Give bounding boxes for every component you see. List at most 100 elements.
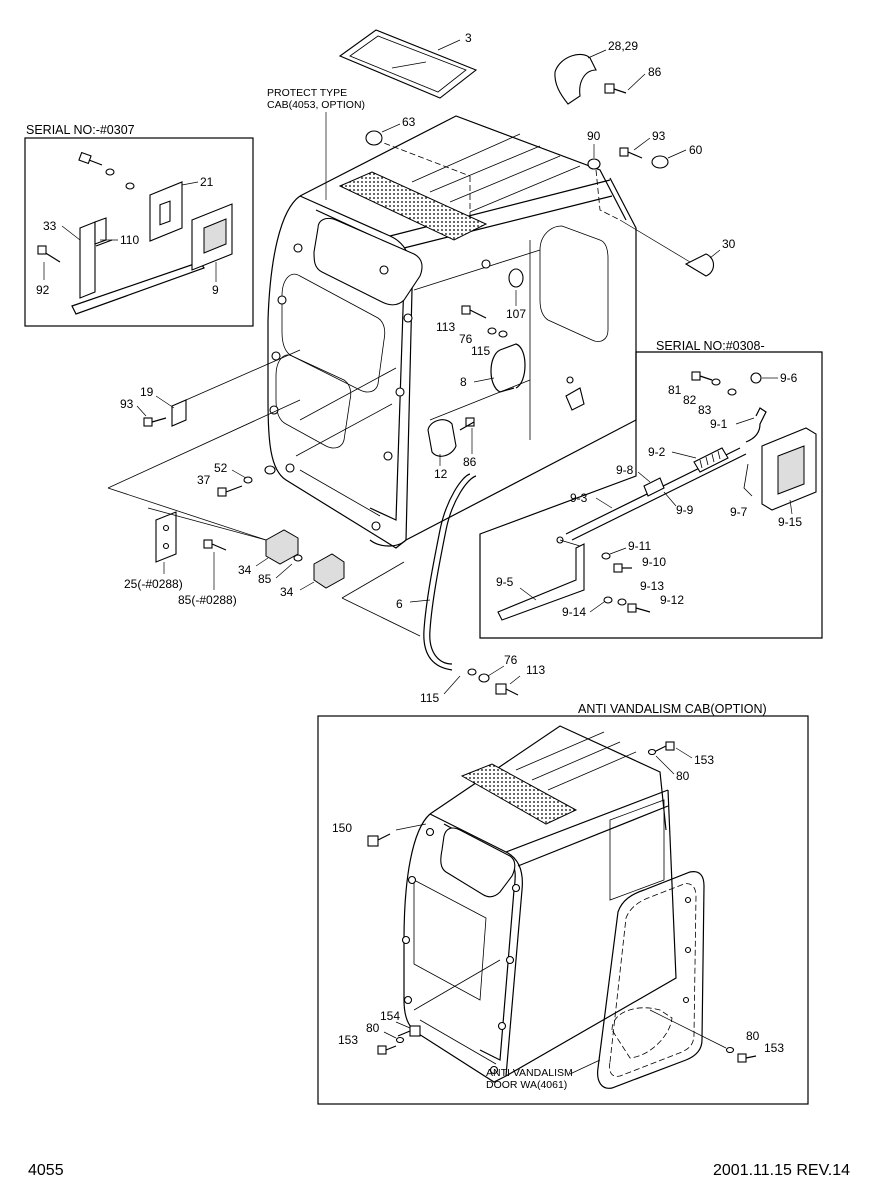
svg-text:34: 34 <box>238 563 252 577</box>
fasteners-top-right: 90 93 60 <box>587 129 703 170</box>
svg-text:153: 153 <box>764 1041 784 1055</box>
cover-28-29: 28,29 86 <box>554 39 662 105</box>
svg-text:60: 60 <box>689 143 703 157</box>
svg-text:9-13: 9-13 <box>640 579 664 593</box>
svg-text:9-11: 9-11 <box>628 539 651 553</box>
switch-icon: 9 <box>191 203 233 297</box>
svg-text:21: 21 <box>200 175 214 189</box>
svg-text:153: 153 <box>694 753 714 767</box>
svg-text:37: 37 <box>197 473 211 487</box>
inset-title: SERIAL NO:-#0307 <box>26 123 135 137</box>
revision-date: 2001.11.15 REV.14 <box>713 1162 850 1179</box>
svg-text:113: 113 <box>436 320 455 334</box>
lamp-icon: 30 <box>619 219 736 277</box>
svg-text:80: 80 <box>746 1029 760 1043</box>
inset-frame <box>479 351 823 639</box>
inset-frame <box>317 715 809 1105</box>
bolt-icon <box>203 539 227 551</box>
svg-text:9-15: 9-15 <box>778 515 802 529</box>
bolt-icon <box>604 83 627 94</box>
svg-text:113: 113 <box>526 663 545 677</box>
svg-text:63: 63 <box>402 115 416 129</box>
svg-text:93: 93 <box>120 397 134 411</box>
latch-plate-25: 25(-#0288) 85(-#0288) <box>124 507 267 607</box>
svg-text:154: 154 <box>380 1009 400 1023</box>
handle-group-8: 113 76 115 8 <box>436 305 526 393</box>
page-number: 4055 <box>28 1162 64 1179</box>
fasteners-37-52: 52 37 <box>107 399 301 541</box>
bracket-12: 12 86 <box>427 417 477 481</box>
anti-vandalism-inset: ANTI VANDALISM CAB(OPTION) <box>317 702 809 1105</box>
striker-19: 19 93 <box>120 349 301 427</box>
bolt-icon <box>691 371 713 381</box>
bracket-icon: 33 110 92 <box>36 217 205 315</box>
svg-text:9-6: 9-6 <box>780 371 798 385</box>
bolt-icon <box>459 417 475 431</box>
svg-text:9-1: 9-1 <box>710 417 728 431</box>
svg-text:82: 82 <box>683 393 697 407</box>
rod-6: 6 76 113 115 <box>341 473 545 705</box>
svg-text:9-3: 9-3 <box>570 491 588 505</box>
svg-text:33: 33 <box>43 219 57 233</box>
svg-text:9-12: 9-12 <box>660 593 684 607</box>
bolt-icon <box>367 833 391 847</box>
svg-text:9-7: 9-7 <box>730 505 748 519</box>
svg-text:9-5: 9-5 <box>496 575 514 589</box>
svg-text:30: 30 <box>722 237 736 251</box>
svg-text:PROTECT TYPE: PROTECT TYPE <box>267 87 347 99</box>
cab-frame: 107 <box>267 115 637 549</box>
svg-text:SERIAL NO:#0308-: SERIAL NO:#0308- <box>656 339 765 353</box>
knob-icon: 63 <box>365 115 416 146</box>
svg-text:9-14: 9-14 <box>562 605 586 619</box>
svg-text:107: 107 <box>506 307 526 321</box>
bolt-icon <box>495 683 519 696</box>
frame-bolts <box>269 243 574 531</box>
svg-text:ANTI VANDALISM CAB(OPTION): ANTI VANDALISM CAB(OPTION) <box>578 702 767 716</box>
svg-text:150: 150 <box>332 821 352 835</box>
inset-frame <box>24 137 254 327</box>
svg-text:ANTI VANDALISM: ANTI VANDALISM <box>486 1067 573 1079</box>
svg-text:115: 115 <box>420 691 439 705</box>
svg-text:92: 92 <box>36 283 50 297</box>
svg-text:9-9: 9-9 <box>676 503 694 517</box>
svg-text:153: 153 <box>338 1033 358 1047</box>
svg-text:76: 76 <box>459 332 473 346</box>
svg-text:12: 12 <box>434 467 448 481</box>
bolt-icon <box>653 741 675 753</box>
svg-text:6: 6 <box>396 597 403 611</box>
svg-text:34: 34 <box>280 585 294 599</box>
svg-text:110: 110 <box>120 233 139 247</box>
svg-text:83: 83 <box>698 403 712 417</box>
bolt-icon <box>619 147 643 159</box>
svg-text:9-2: 9-2 <box>648 445 666 459</box>
anti-vandalism-door <box>597 871 705 1089</box>
screw-icon <box>750 372 762 384</box>
svg-text:9-10: 9-10 <box>642 555 666 569</box>
svg-text:80: 80 <box>366 1021 380 1035</box>
svg-text:52: 52 <box>214 461 228 475</box>
bolt-icon <box>627 603 651 613</box>
bolt-icon <box>737 1053 757 1063</box>
inset-serial-0308: SERIAL NO:#0308- 81 82 83 9-6 9-1 9-2 9-… <box>479 339 823 639</box>
svg-text:86: 86 <box>648 65 662 79</box>
svg-text:19: 19 <box>140 385 154 399</box>
svg-text:76: 76 <box>504 653 518 667</box>
svg-text:90: 90 <box>587 129 601 143</box>
svg-text:85: 85 <box>258 572 272 586</box>
anti-mesh <box>460 763 578 825</box>
svg-text:81: 81 <box>668 383 682 397</box>
protect-mesh <box>338 171 488 241</box>
plate-icon: 21 <box>149 175 214 242</box>
bolt-icon <box>217 485 243 497</box>
screw-icon <box>613 563 632 573</box>
stoppers-34: 34 85 34 <box>238 529 345 599</box>
svg-text:28,29: 28,29 <box>608 39 638 53</box>
inset-serial-0307: SERIAL NO:-#0307 21 33 110 <box>24 123 254 327</box>
window-glass-3: 3 <box>338 29 478 99</box>
svg-text:9-8: 9-8 <box>616 463 634 477</box>
bolt-icon <box>78 151 135 190</box>
bolt-icon <box>143 417 167 427</box>
svg-text:80: 80 <box>676 769 690 783</box>
svg-text:3: 3 <box>465 31 472 45</box>
